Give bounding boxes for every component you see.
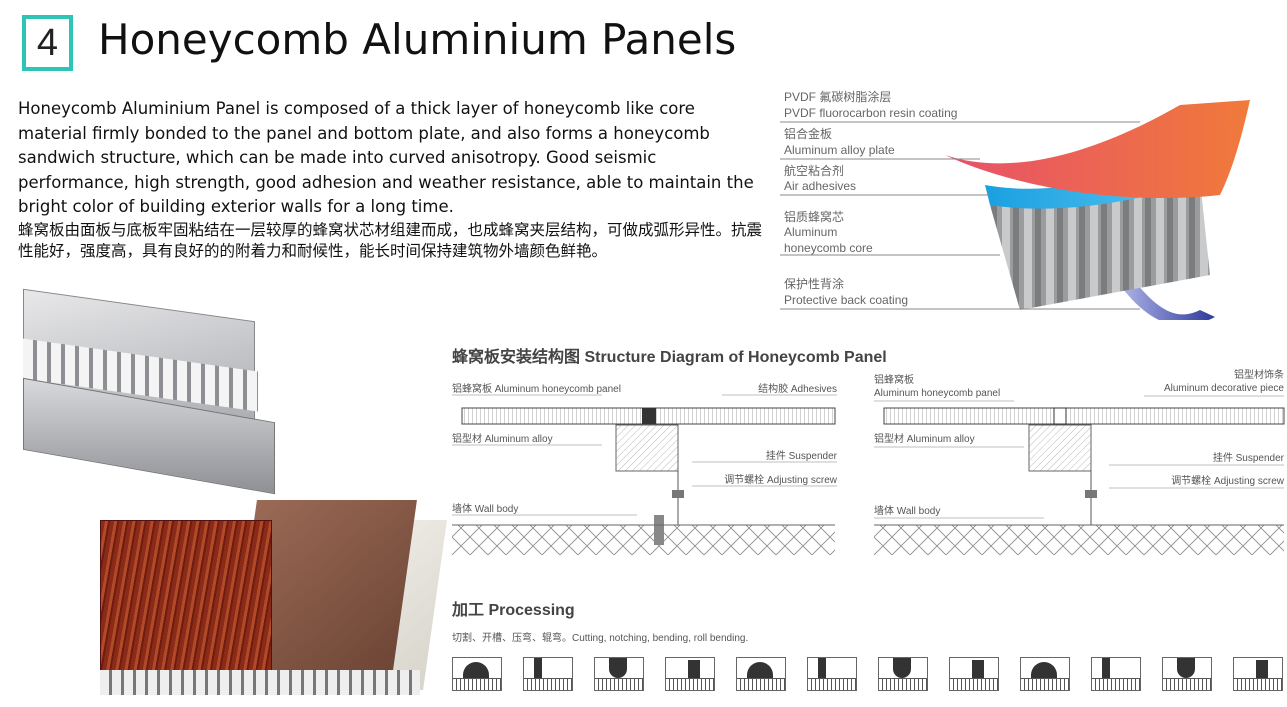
- surface-finishing-icon: [1233, 657, 1283, 691]
- layer-back-cn: 保护性背涂: [784, 276, 844, 291]
- label-wall-body: 墙体 Wall body: [874, 504, 940, 517]
- slide-number-badge: 4: [22, 15, 73, 71]
- notching-icon: [736, 657, 786, 691]
- layer-core-en: Aluminum: [784, 225, 837, 239]
- v-bending-icon: [878, 657, 928, 691]
- slide-title: Honeycomb Aluminium Panels: [98, 15, 737, 64]
- layer-coating-cn: PVDF 氟碳树脂涂层: [784, 89, 891, 104]
- label-wall-body: 墙体 Wall body: [452, 502, 518, 515]
- label-honeycomb-panel-cn: 铝蜂窝板: [874, 373, 914, 386]
- label-decorative-piece-en: Aluminum decorative piece: [1164, 383, 1284, 394]
- layer-core-en2: honeycomb core: [784, 241, 873, 255]
- coating-layer: [945, 100, 1250, 199]
- spraying-icon: [665, 657, 715, 691]
- description-chinese: 蜂窝板由面板与底板牢固粘结在一层较厚的蜂窝状芯材组建而成，也成蜂窝夹层结构，可做…: [18, 221, 763, 260]
- wood-panel-photo: [100, 480, 447, 695]
- label-adjusting-screw: 调节螺栓 Adjusting screw: [1171, 474, 1285, 487]
- panel-layer-diagram: PVDF 氟碳树脂涂层 PVDF fluorocarbon resin coat…: [780, 89, 1250, 320]
- structure-diagrams: 铝蜂窝板 Aluminum honeycomb panel 结构胶 Adhesi…: [452, 368, 1285, 555]
- pressing-icon: [594, 657, 644, 691]
- label-suspender: 挂件 Suspender: [766, 449, 838, 462]
- layer-plate-cn: 铝合金板: [784, 126, 832, 141]
- layer-adhesive-en: Air adhesives: [784, 179, 856, 193]
- processing-title: 加工 Processing: [452, 602, 575, 619]
- label-aluminum-alloy: 铝型材 Aluminum alloy: [874, 432, 975, 445]
- diagram-decorative-joint: 铝蜂窝板 Aluminum honeycomb panel 铝型材饰条 Alum…: [874, 368, 1285, 555]
- label-aluminum-alloy: 铝型材 Aluminum alloy: [452, 432, 553, 445]
- label-suspender: 挂件 Suspender: [1213, 451, 1285, 464]
- layer-core-cn: 铝质蜂窝芯: [784, 209, 844, 224]
- gluing-icon: [1091, 657, 1141, 691]
- label-honeycomb-panel: 铝蜂窝板 Aluminum honeycomb panel: [452, 382, 621, 395]
- honeycomb-core: [990, 180, 1210, 310]
- back-coating-layer: [1120, 275, 1215, 320]
- layer-adhesive-cn: 航空粘合剂: [784, 163, 844, 178]
- saw-cutting-icon: [452, 657, 502, 691]
- silver-panel-photo: [18, 288, 276, 495]
- roll-bending-icon: [949, 657, 999, 691]
- layer-plate-en: Aluminum alloy plate: [784, 143, 895, 157]
- layer-coating-en: PVDF fluorocarbon resin coating: [784, 106, 957, 120]
- label-adhesives: 结构胶 Adhesives: [758, 382, 837, 395]
- riveting-icon: [807, 657, 857, 691]
- structure-diagram-title: 蜂窝板安装结构图 Structure Diagram of Honeycomb …: [452, 349, 887, 366]
- diagram-adhesive-joint: 铝蜂窝板 Aluminum honeycomb panel 结构胶 Adhesi…: [452, 382, 838, 555]
- description-english: Honeycomb Aluminium Panel is composed of…: [18, 99, 754, 217]
- bolting-icon: [1020, 657, 1070, 691]
- label-adjusting-screw: 调节螺栓 Adjusting screw: [724, 473, 838, 486]
- label-honeycomb-panel-en: Aluminum honeycomb panel: [874, 388, 1000, 399]
- processing-description: 切割、开槽、压弯、辊弯。Cutting, notching, bending, …: [452, 633, 749, 644]
- label-decorative-piece-cn: 铝型材饰条: [1234, 368, 1284, 381]
- drilling-icon: [523, 657, 573, 691]
- layer-back-en: Protective back coating: [784, 293, 908, 307]
- edge-folding-icon: [1162, 657, 1212, 691]
